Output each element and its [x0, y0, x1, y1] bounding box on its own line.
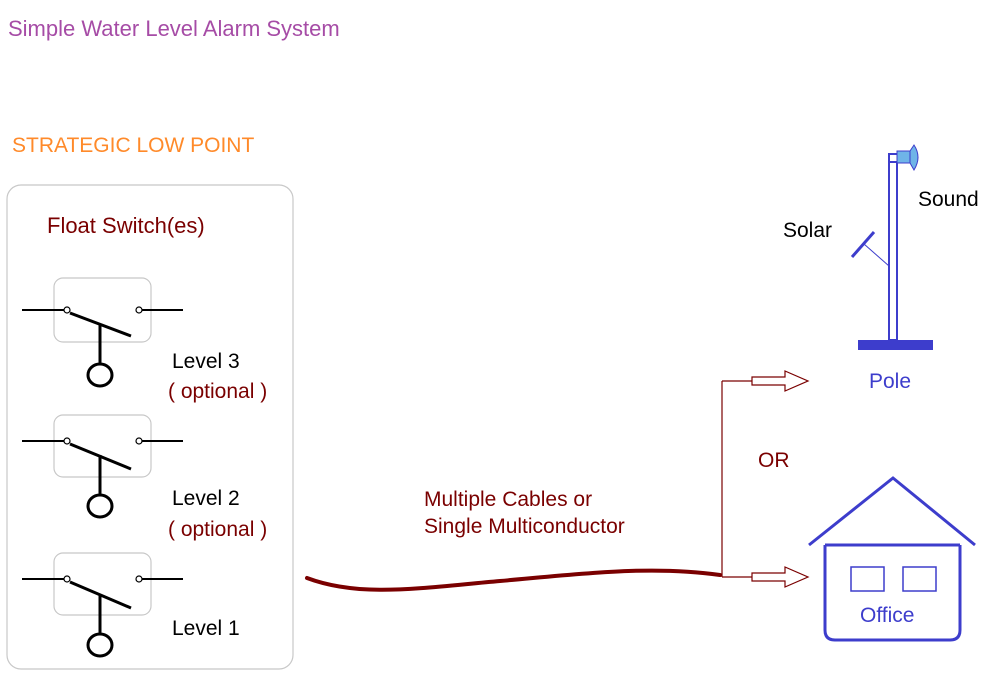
- sound-horn-icon: [896, 144, 919, 171]
- float-switch-1: [22, 552, 183, 658]
- float-switch-2: [22, 414, 183, 519]
- level-3-label: Level 3: [172, 350, 240, 373]
- sound-label: Sound: [918, 188, 979, 211]
- low-point-box: [6, 184, 294, 670]
- or-label: OR: [758, 449, 790, 472]
- split-connector: [721, 380, 752, 578]
- level-2-note: ( optional ): [168, 518, 268, 541]
- level-2-label: Level 2: [172, 487, 240, 510]
- float-switch-label: Float Switch(es): [47, 213, 205, 238]
- float-switch-3: [22, 277, 183, 388]
- cable-line: [305, 568, 722, 592]
- pole-label: Pole: [869, 370, 912, 393]
- solar-panel-icon: [850, 231, 890, 267]
- office-label: Office: [860, 604, 915, 627]
- level-1-label: Level 1: [172, 617, 240, 640]
- arrow-to-office: [751, 566, 810, 588]
- page-title: Simple Water Level Alarm System: [8, 16, 340, 41]
- solar-label: Solar: [783, 219, 833, 242]
- location-label: STRATEGIC LOW POINT: [12, 134, 255, 157]
- arrow-to-pole: [751, 370, 810, 392]
- cable-label-line-1: Multiple Cables or: [424, 488, 593, 511]
- office-house-graphic: [808, 476, 976, 642]
- cable-label-line-2: Single Multiconductor: [424, 515, 625, 538]
- pole-graphic: [858, 153, 933, 350]
- level-3-note: ( optional ): [168, 380, 268, 403]
